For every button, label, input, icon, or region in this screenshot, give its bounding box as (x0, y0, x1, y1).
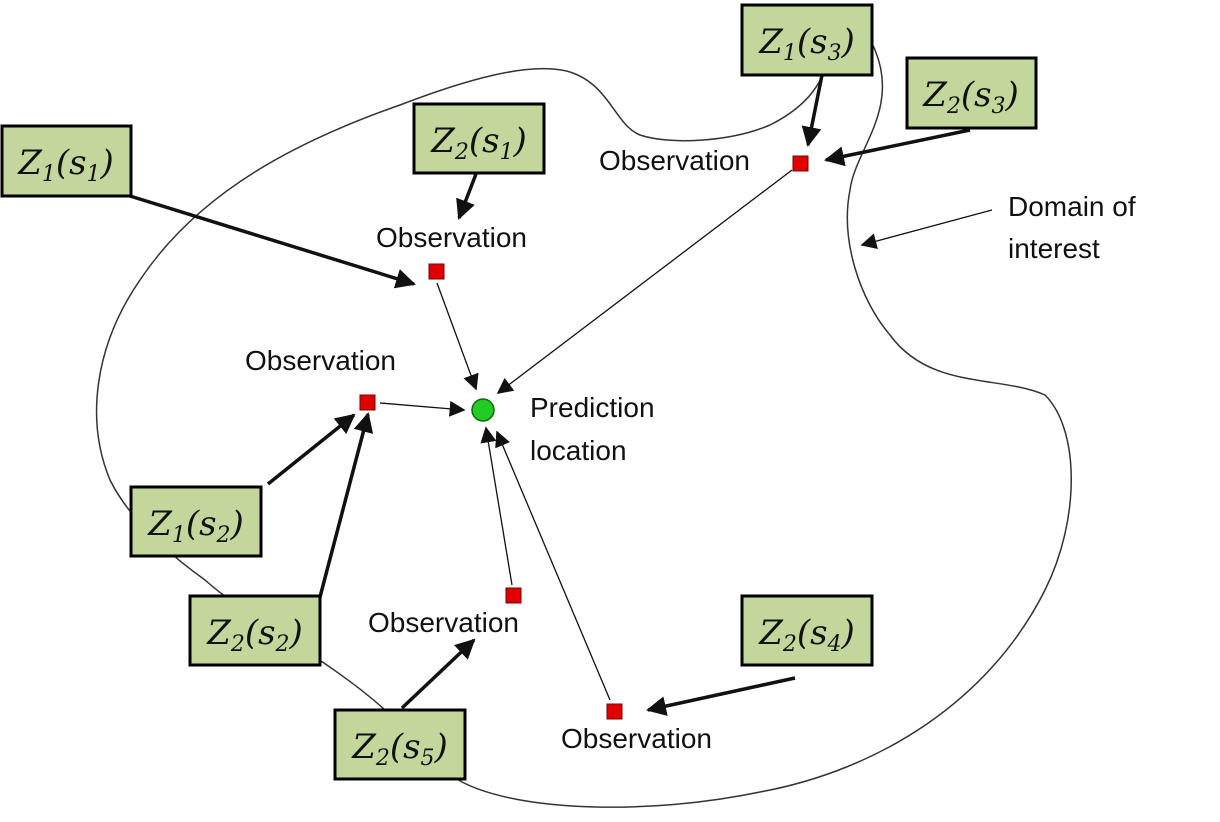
arrow-z2s3 (824, 128, 971, 167)
observation-marker-s3 (792, 155, 809, 172)
arrow-obs-top-to-prediction (436, 282, 479, 391)
variable-box-z2-s2: Z2(s2) (188, 594, 322, 667)
arrow-obs-left-to-prediction (379, 400, 466, 417)
arrow-z2s2 (318, 412, 374, 598)
observation-marker-s5 (505, 587, 522, 604)
domain-label-line1: Domain of (1008, 191, 1136, 222)
arrow-z2s1 (456, 173, 478, 220)
arrow-z1s1 (129, 194, 416, 289)
arrow-obs-bottomright-to-prediction (495, 430, 611, 701)
observation-label-s3: Observation (599, 145, 750, 176)
prediction-location-marker (471, 398, 495, 422)
arrow-z1s3 (801, 74, 824, 147)
svg-text:Z2(s5): Z2(s5) (351, 727, 448, 771)
arrow-z2s5 (400, 638, 476, 710)
domain-label-line2: interest (1008, 233, 1100, 264)
variable-box-z2-s1: Z2(s1) (412, 102, 546, 175)
variable-box-z2-s5: Z2(s5) (333, 708, 467, 781)
variable-box-z1-s1: Z1(s1) (0, 124, 133, 198)
svg-text:Z1(s3): Z1(s3) (758, 22, 855, 66)
variable-box-z2-s4: Z2(s4) (740, 594, 874, 667)
arrow-domain-pointer (860, 209, 993, 249)
arrow-z1s2 (266, 413, 356, 486)
observation-marker-s1 (428, 263, 445, 280)
svg-text:Z2(s4): Z2(s4) (758, 613, 855, 657)
observation-label-s2: Observation (245, 345, 396, 376)
svg-text:Z1(s2): Z1(s2) (147, 504, 244, 548)
arrow-obs-bottom-to-prediction (480, 426, 513, 586)
observation-marker-s4 (606, 703, 623, 720)
observation-marker-s2 (359, 394, 376, 411)
arrow-obs-topright-to-prediction (496, 169, 793, 394)
svg-text:Z2(s2): Z2(s2) (206, 613, 303, 657)
arrow-z2s4 (646, 676, 796, 716)
domain-boundary (95, 32, 1072, 808)
observation-label-s4: Observation (561, 723, 712, 754)
variable-box-z2-s3: Z2(s3) (905, 56, 1038, 130)
svg-text:Z2(s1): Z2(s1) (430, 121, 527, 165)
svg-text:Z2(s3): Z2(s3) (922, 75, 1019, 119)
svg-text:Z1(s1): Z1(s1) (17, 143, 114, 187)
prediction-label-line2: location (530, 435, 627, 466)
observation-label-s5: Observation (368, 607, 519, 638)
variable-box-z1-s3: Z1(s3) (740, 3, 874, 77)
prediction-label-line1: Prediction (530, 392, 655, 423)
variable-box-z1-s2: Z1(s2) (129, 485, 263, 558)
observation-label-s1: Observation (376, 222, 527, 253)
